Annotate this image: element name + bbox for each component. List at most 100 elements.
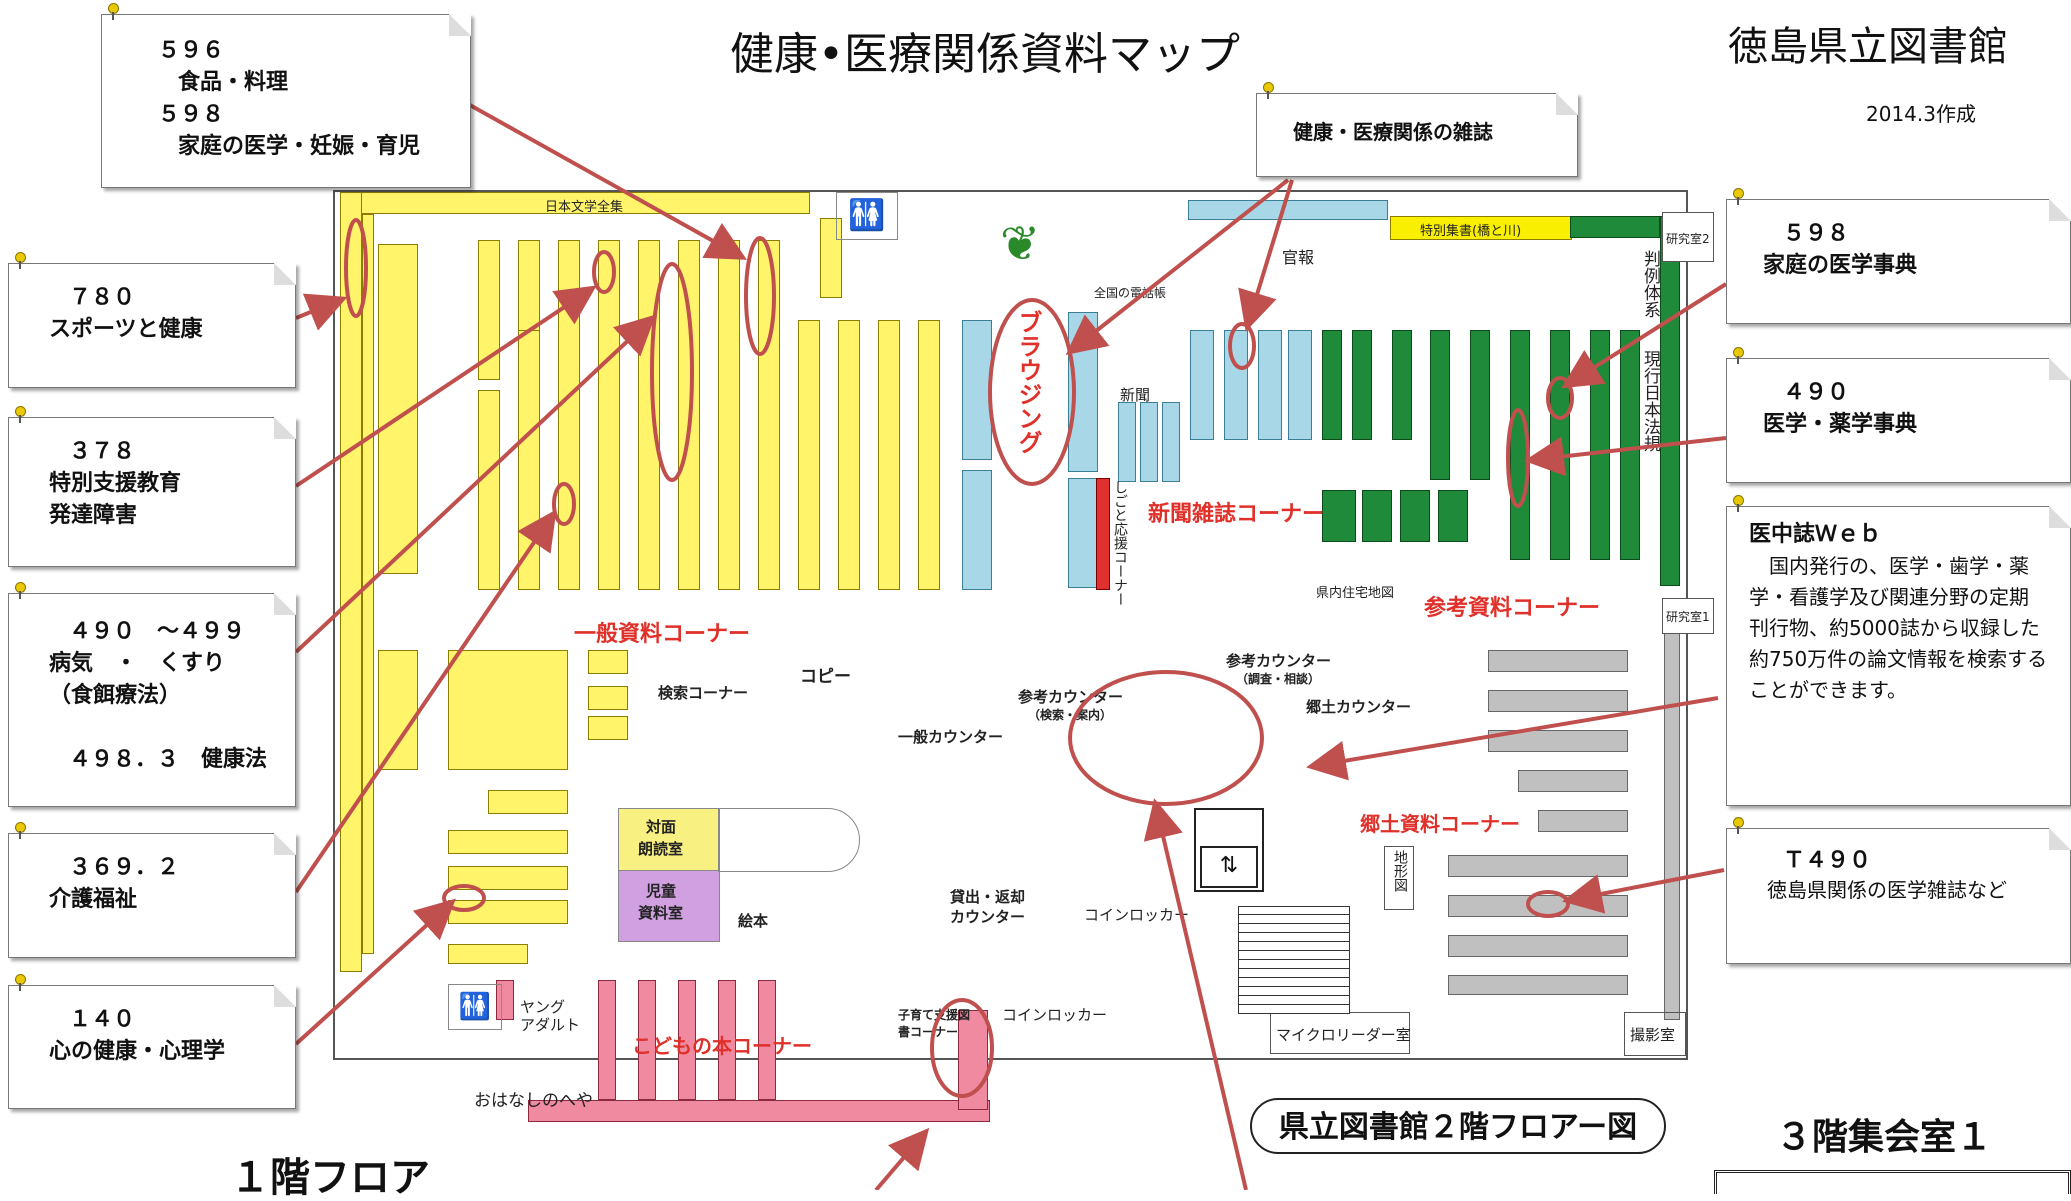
- arrow-ichushi: [1306, 696, 1719, 781]
- child-room: [618, 870, 720, 942]
- arrow-598r: [1561, 282, 1728, 389]
- reference-shelf: [1352, 330, 1372, 440]
- zone-general: 一般資料コーナー: [574, 622, 751, 647]
- child-room-label1: 児童: [646, 882, 677, 900]
- reference-shelf: [1620, 330, 1640, 560]
- note-line: ５９８: [1783, 221, 1850, 246]
- children-shelf: [496, 980, 514, 1020]
- note-line: ５９６: [158, 38, 225, 63]
- browsing-shelf: [1068, 478, 1098, 588]
- shigoto-label: しごと応援コーナー: [1112, 480, 1128, 606]
- circle-kosodate: [930, 998, 994, 1098]
- reference-shelf: [1470, 330, 1490, 480]
- local-shelf: [1518, 770, 1628, 792]
- circle-490r: [1506, 408, 1530, 508]
- shelf-col-blue: [962, 470, 992, 590]
- magazine-shelf: [1288, 330, 1312, 440]
- ref-counter2-label: 参考カウンター: [1226, 652, 1332, 670]
- circle-ref: [1068, 670, 1264, 806]
- shelf-block: [588, 716, 628, 740]
- general-counter-label: 一般カウンター: [898, 728, 1004, 746]
- note-magazine: 健康・医療関係の雑誌: [1256, 82, 1578, 177]
- circle-598r: [1546, 376, 1574, 420]
- ehon-label: 絵本: [738, 912, 769, 930]
- note-378: ３７８ 特別支援教育 発達障害: [8, 406, 296, 567]
- arrow-t490: [1562, 868, 1725, 914]
- note-780: ７８０ スポーツと健康: [8, 252, 296, 388]
- pin-icon: [13, 252, 26, 269]
- hanrei-label: 判例体系: [1640, 250, 1660, 318]
- kennai-label: 県内住宅地図: [1316, 586, 1395, 601]
- reference-shelf: [1392, 330, 1412, 440]
- pin-icon: [1731, 347, 1744, 364]
- children-shelf: [638, 980, 656, 1100]
- reference-block: [1438, 490, 1468, 542]
- green-band: [1570, 216, 1660, 238]
- photo-label: 撮影室: [1630, 1026, 1676, 1044]
- reference-shelf: [1322, 330, 1342, 440]
- note-line: 特別支援教育: [49, 471, 182, 496]
- arrow-596: [467, 102, 747, 260]
- newspaper-rack: [1118, 402, 1136, 482]
- ref-counter2-sub: （調査・相談）: [1236, 672, 1321, 686]
- newspaper-rack: [1162, 402, 1180, 482]
- map-title: 健康•医療関係資料マップ: [730, 29, 1240, 80]
- shelf-block: [448, 650, 568, 770]
- circle-596: [744, 236, 776, 356]
- shelf-col: [838, 320, 860, 590]
- reference-block: [1400, 490, 1430, 542]
- shigoto-shelf: [1096, 478, 1110, 590]
- note-line: 介護福祉: [49, 887, 138, 912]
- lab2-label: 研究室2: [1666, 232, 1710, 246]
- shelf-block: [448, 830, 568, 854]
- kanpo-label: 官報: [1282, 248, 1315, 267]
- search-corner-label: 検索コーナー: [658, 684, 749, 702]
- note-line: 食品・料理: [178, 70, 289, 95]
- lab2: [1662, 212, 1714, 262]
- children-shelf: [758, 980, 776, 1100]
- local-shelf: [1448, 975, 1628, 995]
- pin-icon: [106, 3, 119, 20]
- elevator: [1194, 808, 1264, 892]
- zone-children: こどもの本コーナー: [632, 1034, 812, 1058]
- note-line: ３７８: [69, 439, 136, 464]
- shelf-col: [478, 240, 500, 380]
- reference-block: [1322, 490, 1356, 542]
- local-shelf: [1488, 650, 1628, 672]
- tree-icon: ❦: [1000, 216, 1041, 272]
- note-line: 発達障害: [49, 503, 138, 528]
- note-line: 心の健康・心理学: [49, 1039, 226, 1064]
- lab1-label: 研究室1: [1666, 610, 1710, 624]
- note-line: 医学・薬学事典: [1763, 412, 1918, 437]
- arrow-490r: [1524, 436, 1727, 477]
- chikei-label: 地形図: [1392, 850, 1408, 892]
- note-line: ４９８．３ 健康法: [69, 747, 268, 772]
- note-ichushi: 医中誌Ｗｅｂ 国内発行の、医学・歯学・薬学・看護学及び関連分野の定期刊行物、約5…: [1726, 495, 2071, 806]
- floor-title: 県立図書館２階フロアー図: [1250, 1098, 1666, 1154]
- note-line: スポーツと健康: [49, 317, 203, 342]
- reference-block: [1362, 490, 1392, 542]
- note-140: １４０ 心の健康・心理学: [8, 974, 296, 1109]
- arrow-magazine-2: [1065, 178, 1290, 355]
- local-counter-label: 郷土カウンター: [1306, 698, 1412, 716]
- note-line: 家庭の医学事典: [1763, 253, 1918, 278]
- arrow-magazine-1: [1238, 179, 1294, 332]
- shelf-col: [758, 240, 780, 590]
- reading-room-ext: [718, 808, 860, 872]
- photo-room: [1624, 1012, 1686, 1056]
- special-collection: [1390, 216, 1572, 240]
- lending-label2: カウンター: [950, 908, 1026, 926]
- local-shelf: [1488, 730, 1628, 752]
- pin-icon: [1731, 817, 1744, 834]
- stairs: [1238, 906, 1350, 1014]
- room3-label: ３階集会室１: [1776, 1117, 1993, 1158]
- locker-label1: コインロッカー: [1084, 906, 1190, 924]
- circle-490: [650, 262, 694, 482]
- pin-icon: [1731, 495, 1744, 512]
- magazine-shelf: [1258, 330, 1282, 440]
- shelf-block: [588, 686, 628, 710]
- arrow-378: [294, 285, 597, 488]
- shelf-col: [878, 320, 900, 590]
- children-shelf: [598, 980, 616, 1100]
- magazine-shelf: [1224, 330, 1248, 440]
